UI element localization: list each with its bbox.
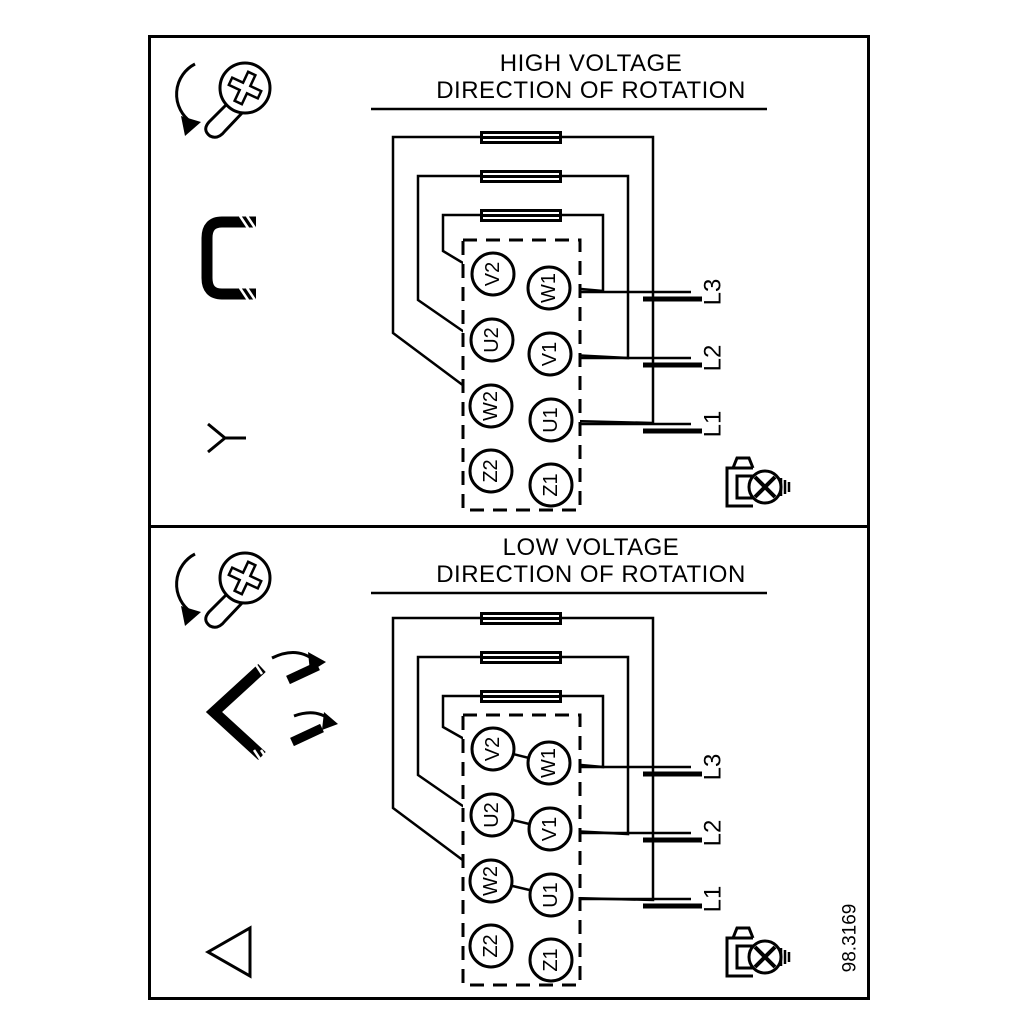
terminal-jumper-bars xyxy=(480,131,562,222)
terminal-label-u2: U2 xyxy=(481,802,503,828)
terminal-circle xyxy=(528,397,574,443)
terminal-circle xyxy=(468,383,514,429)
supply-label-l1: L1 xyxy=(700,886,727,913)
supply-label-l3: L3 xyxy=(700,279,727,306)
terminal-circle xyxy=(528,937,574,983)
ground-screw-icon xyxy=(725,456,791,508)
jumper-bar xyxy=(480,170,562,183)
terminal-circle xyxy=(527,806,573,852)
terminal-label-w2: W2 xyxy=(480,391,502,421)
supply-label-l2: L2 xyxy=(700,820,727,847)
terminal-label-v2: V2 xyxy=(482,737,504,761)
terminal-label-z1: Z1 xyxy=(540,948,562,971)
diagram-frame: HIGH VOLTAGE DIRECTION OF ROTATION xyxy=(148,35,870,1000)
terminal-label-z2: Z2 xyxy=(480,934,502,957)
supply-label-l3: L3 xyxy=(700,754,727,781)
panel-divider xyxy=(151,525,867,528)
terminal-block: V2 U2 W2 Z2 W1 V1 U1 Z1 xyxy=(461,713,582,987)
supply-wires: L3 L2 L1 xyxy=(570,279,727,438)
jumper-bracket-icon xyxy=(201,215,257,301)
terminal-label-u2: U2 xyxy=(481,327,503,353)
ground-screw-icon xyxy=(725,926,791,978)
terminal-label-v1: V1 xyxy=(539,817,561,841)
panel-low-voltage: LOW VOLTAGE DIRECTION OF ROTATION xyxy=(175,534,861,987)
screw-rotation-icon xyxy=(175,551,272,629)
terminal-label-u1: U1 xyxy=(540,407,562,433)
terminal-circle xyxy=(528,872,574,918)
terminal-circle xyxy=(468,923,514,969)
panel-title-line2: DIRECTION OF ROTATION xyxy=(436,77,746,104)
panel-title-line1: LOW VOLTAGE xyxy=(503,534,680,561)
delta-symbol xyxy=(204,925,252,979)
terminal-label-w1: W1 xyxy=(538,748,560,778)
jumper-bar xyxy=(480,612,562,625)
terminal-circle xyxy=(528,462,574,508)
terminal-label-v1: V1 xyxy=(539,342,561,366)
supply-label-l2: L2 xyxy=(700,345,727,372)
supply-label-l1: L1 xyxy=(700,411,727,438)
terminal-circle xyxy=(469,317,515,363)
terminal-label-z1: Z1 xyxy=(540,473,562,496)
terminal-circle xyxy=(470,726,516,772)
terminal-circle xyxy=(470,251,516,297)
delta-jumper-icon xyxy=(205,651,338,763)
jumper-bar xyxy=(480,209,562,222)
figure-number: 98.3169 xyxy=(840,904,861,973)
terminal-circle xyxy=(526,265,572,311)
terminal-label-z2: Z2 xyxy=(480,459,502,482)
screw-rotation-icon xyxy=(175,61,272,139)
terminal-label-v2: V2 xyxy=(482,262,504,286)
terminal-label-w2: W2 xyxy=(480,866,502,896)
panel-title-line2: DIRECTION OF ROTATION xyxy=(436,561,746,588)
panel-title-line1: HIGH VOLTAGE xyxy=(500,50,682,77)
terminal-circle xyxy=(526,740,572,786)
terminal-circle xyxy=(468,448,514,494)
terminal-block: V2 U2 W2 Z2 W1 V1 U1 Z1 xyxy=(461,238,582,512)
terminal-label-u1: U1 xyxy=(540,882,562,908)
jumper-bar xyxy=(480,651,562,664)
jumper-bar xyxy=(480,131,562,144)
terminal-label-w1: W1 xyxy=(538,273,560,303)
terminal-circle xyxy=(527,331,573,377)
terminal-circle xyxy=(469,792,515,838)
terminal-circle xyxy=(468,858,514,904)
star-symbol xyxy=(207,422,246,454)
terminal-jumper-bars xyxy=(480,612,562,703)
panel-high-voltage: HIGH VOLTAGE DIRECTION OF ROTATION xyxy=(175,50,791,512)
supply-wires: L3 L2 L1 xyxy=(570,754,727,913)
jumper-bar xyxy=(480,690,562,703)
